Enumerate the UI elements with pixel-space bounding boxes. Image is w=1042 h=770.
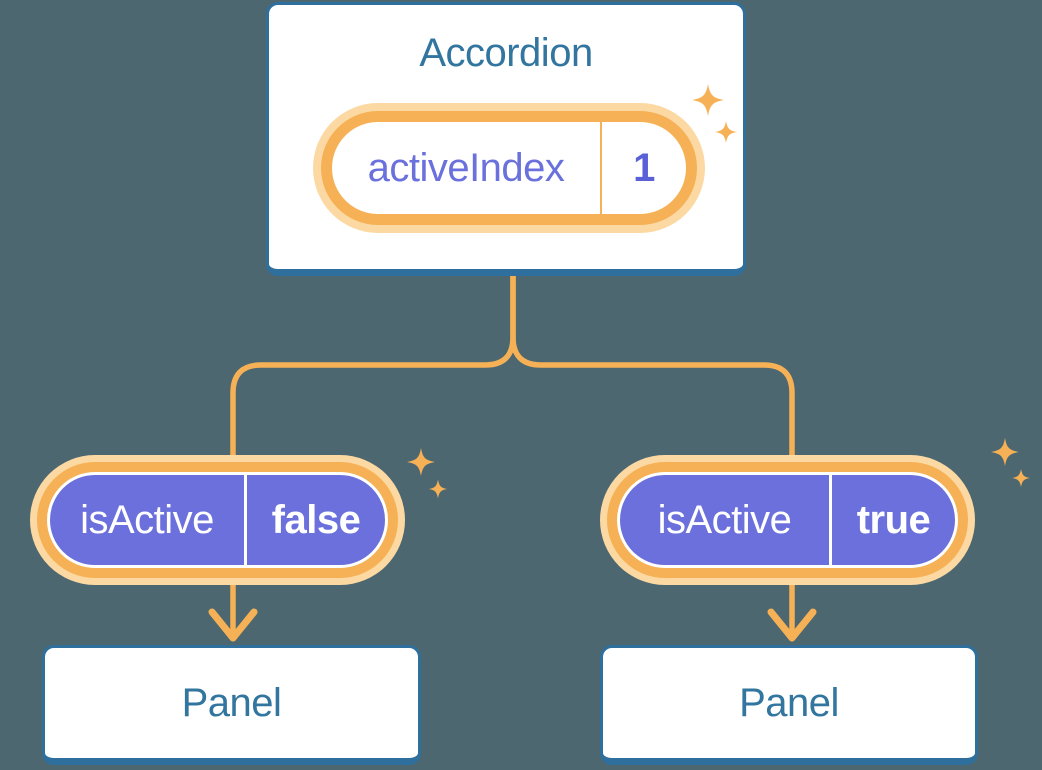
prop-pill-value: true	[829, 475, 955, 565]
arrow-down-icon	[767, 608, 817, 642]
pill-orange-ring: activeIndex 1	[321, 111, 697, 225]
is-active-true-pill: isActive true	[600, 455, 975, 585]
active-index-state-pill: activeIndex 1	[313, 103, 705, 233]
sparkle-icon	[407, 448, 435, 476]
state-pill-value: 1	[600, 122, 686, 214]
prop-pill-label: isActive	[80, 497, 214, 542]
prop-pill-value: false	[244, 475, 385, 565]
panel-title: Panel	[181, 680, 282, 725]
sparkle-icon	[428, 479, 448, 499]
panel-card-right: Panel	[600, 645, 978, 765]
arrow-down-icon	[208, 608, 258, 642]
accordion-title: Accordion	[419, 31, 593, 75]
sparkle-icon	[1012, 469, 1030, 487]
pill-orange-ring: isActive false	[37, 462, 398, 578]
pill-body: isActive true	[617, 472, 958, 568]
pill-orange-ring: isActive true	[607, 462, 968, 578]
pill-body: isActive false	[47, 472, 388, 568]
panel-card-left: Panel	[42, 645, 421, 765]
sparkle-icon	[991, 438, 1019, 466]
pill-body: activeIndex 1	[332, 122, 686, 214]
panel-title: Panel	[739, 680, 839, 725]
is-active-false-pill: isActive false	[30, 455, 405, 585]
state-pill-label: activeIndex	[367, 145, 565, 190]
prop-pill-label: isActive	[657, 497, 792, 542]
